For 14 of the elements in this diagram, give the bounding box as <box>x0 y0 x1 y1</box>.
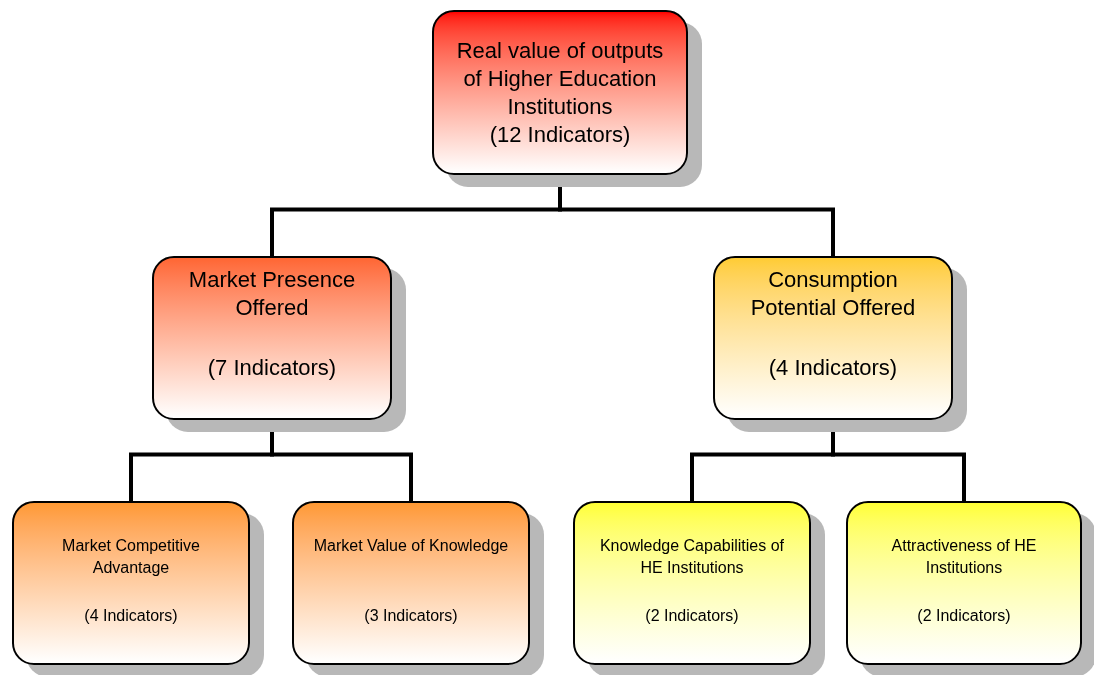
node-title: Attractiveness of HE Institutions <box>890 536 1038 578</box>
indicator-count: (3 Indicators) <box>364 606 458 626</box>
node-title: Market Value of Knowledge <box>313 536 509 556</box>
node-title: Market Presence Offered <box>187 266 357 322</box>
indicator-count: (7 Indicators) <box>207 354 337 382</box>
node-title: Real value of outputs of Higher Education Institutions <box>455 36 665 121</box>
indicator-count: (12 Indicators) <box>489 120 631 149</box>
indicator-count: (2 Indicators) <box>645 606 739 626</box>
indicator-count: (2 Indicators) <box>917 606 1011 626</box>
node-title: Consumption Potential Offered <box>749 266 917 322</box>
indicator-count: (4 Indicators) <box>84 606 178 626</box>
indicator-count: (4 Indicators) <box>768 354 898 382</box>
node-title: Knowledge Capabilities of HE Institutions <box>598 536 786 578</box>
node-title: Market Competitive Advantage <box>61 536 201 578</box>
